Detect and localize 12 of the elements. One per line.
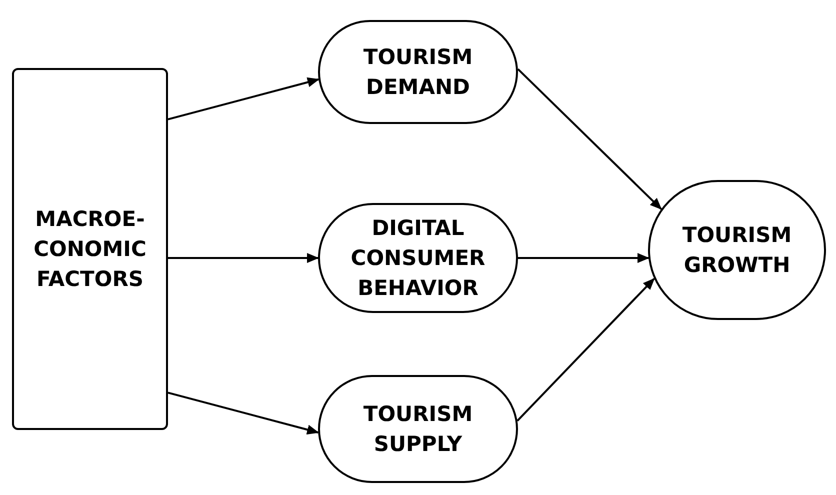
node-label: TOURISM GROWTH (681, 222, 793, 279)
arrow (168, 392, 320, 435)
node-label: TOURISM DEMAND (362, 44, 474, 101)
arrow (516, 278, 655, 422)
factor-box (12, 68, 168, 430)
arrow (168, 77, 320, 120)
arrow (518, 253, 650, 263)
arrow (168, 253, 319, 263)
node-label: DIGITAL CONSUMER BEHAVIOR (350, 215, 486, 302)
arrow (517, 68, 662, 210)
node-label: TOURISM SUPPLY (362, 401, 474, 458)
node-label: MACROE- CONOMIC FACTORS (32, 206, 148, 293)
